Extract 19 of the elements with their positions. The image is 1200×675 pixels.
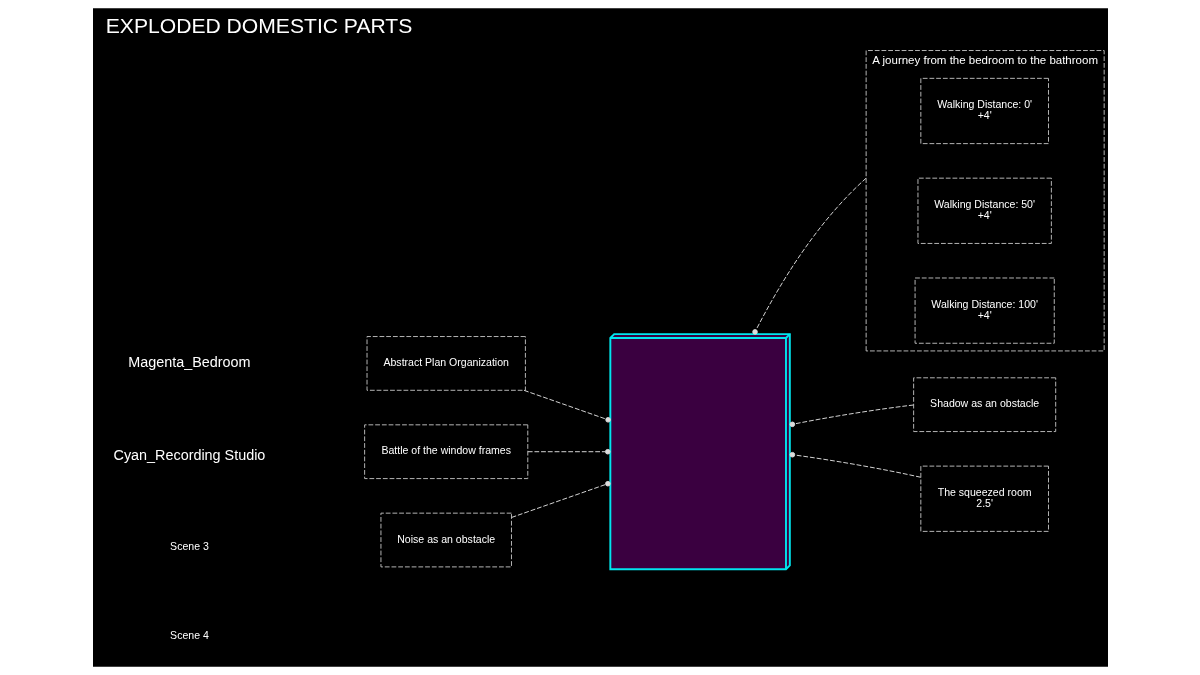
node-box: Shadow as an obstacle: [912, 377, 1056, 433]
label: Magenta_Bedroom: [127, 353, 251, 370]
node-box: Abstract Plan Organization: [366, 336, 526, 391]
connector: [789, 451, 921, 478]
node-box: Walking Distance: 100' +4': [914, 277, 1055, 344]
connector: [526, 448, 611, 455]
node-box: Battle of the window frames: [363, 424, 528, 480]
node-box: Walking Distance: 50' +4': [917, 177, 1052, 244]
connector: [751, 177, 867, 335]
node-box: Noise as an obstacle: [379, 512, 512, 568]
label: Scene 4: [169, 628, 209, 641]
label: Scene 3: [169, 540, 209, 553]
node-box: The squeezed room 2.5': [919, 465, 1049, 532]
diagram-title: EXPLODED DOMESTIC PARTS: [105, 13, 412, 37]
connector: [789, 404, 914, 428]
label: Cyan_Recording Studio: [113, 446, 265, 463]
connector: [510, 480, 611, 518]
connector: [523, 389, 611, 423]
node-box: Walking Distance: 0' +4': [919, 77, 1049, 145]
